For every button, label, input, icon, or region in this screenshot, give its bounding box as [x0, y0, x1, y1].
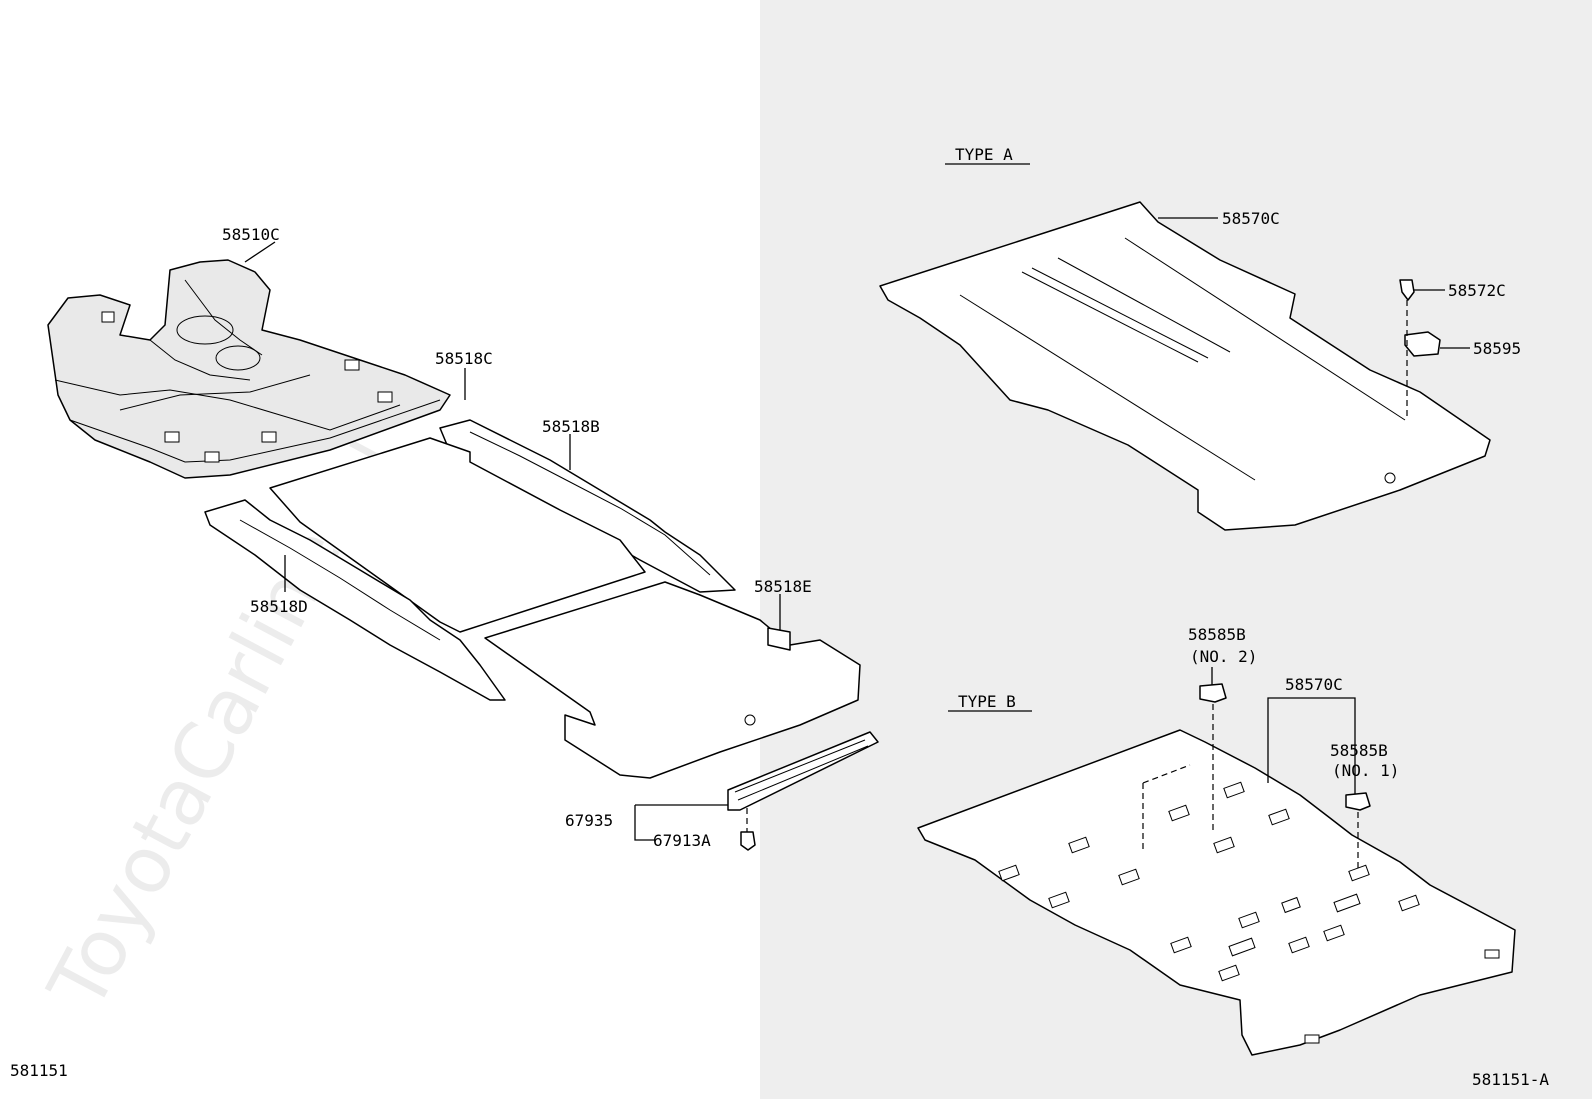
callout-no2: (NO. 2)	[1190, 647, 1257, 666]
callout-58518C: 58518C	[435, 349, 493, 368]
callout-58518B: 58518B	[542, 417, 600, 436]
callout-58585B-right: 58585B	[1330, 741, 1388, 760]
callout-58518E: 58518E	[754, 577, 812, 596]
callout-58595: 58595	[1473, 339, 1521, 358]
callout-58572C: 58572C	[1448, 281, 1506, 300]
diagram-id-right: 581151-A	[1472, 1070, 1549, 1089]
scuff-plate-67935	[727, 731, 879, 811]
type-b-heading: TYPE B	[958, 692, 1016, 711]
luggage-mat-type-a	[879, 201, 1491, 531]
clip-58572C	[1399, 279, 1415, 301]
callout-58510C: 58510C	[222, 225, 280, 244]
clip-58585B-no1	[1345, 792, 1371, 811]
luggage-mat-type-b	[917, 729, 1516, 1056]
callout-58585B-top: 58585B	[1188, 625, 1246, 644]
front-floor-carpet	[47, 259, 451, 479]
bracket-58518E	[767, 627, 791, 651]
callout-58570C-a: 58570C	[1222, 209, 1280, 228]
type-a-heading: TYPE A	[955, 145, 1013, 164]
bracket-58595	[1404, 331, 1441, 357]
centre-floor-panel	[269, 437, 861, 779]
callout-67913A: 67913A	[653, 831, 711, 850]
callout-67935: 67935	[565, 811, 613, 830]
clip-67913A	[740, 831, 756, 851]
clip-58585B-no2	[1199, 683, 1227, 703]
callout-no1: (NO. 1)	[1332, 761, 1399, 780]
side-floor-strip-58518D	[204, 499, 506, 701]
callout-58570C-b: 58570C	[1285, 675, 1343, 694]
callout-58518D: 58518D	[250, 597, 308, 616]
diagram-id-left: 581151	[10, 1061, 68, 1080]
